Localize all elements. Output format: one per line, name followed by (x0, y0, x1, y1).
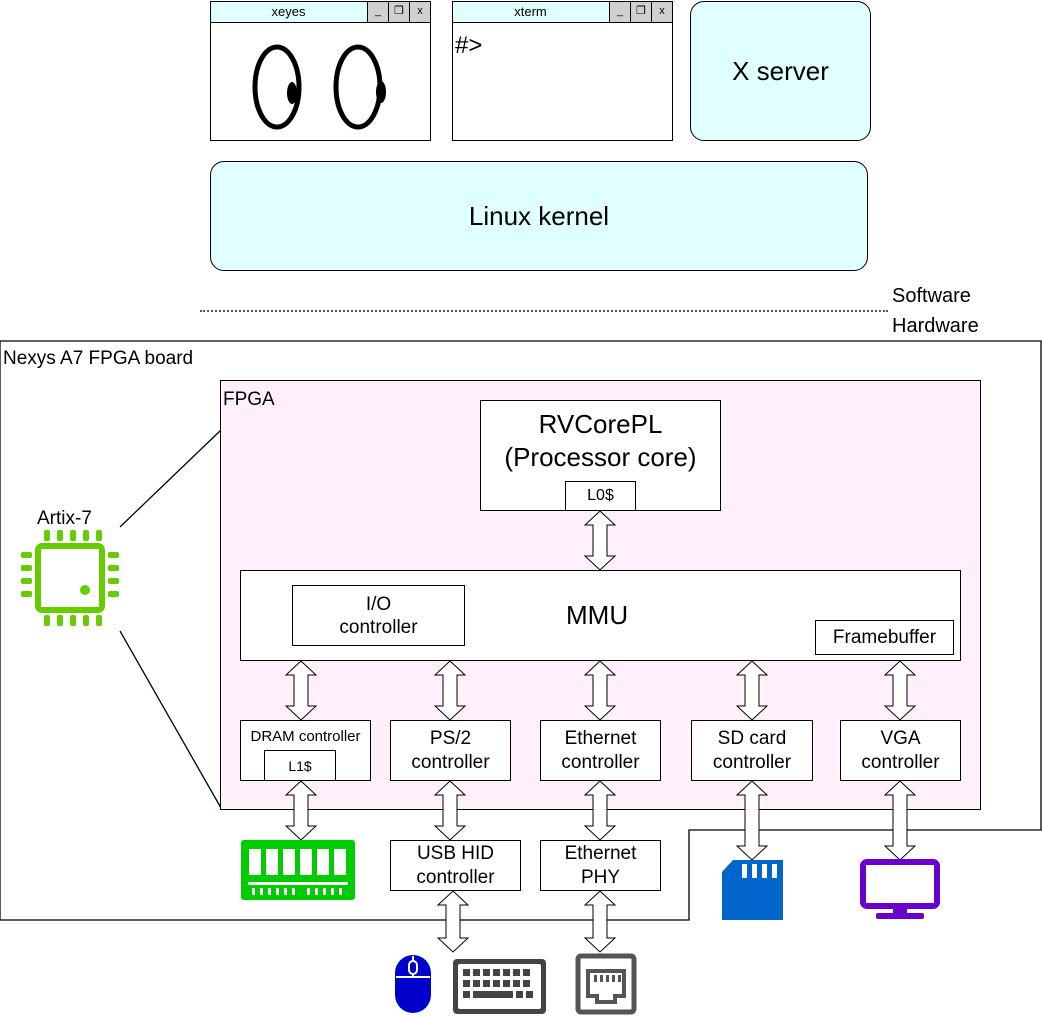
ethernet-phy-box: Ethernet PHY (540, 840, 661, 891)
board-label: Nexys A7 FPGA board (3, 348, 194, 369)
l0-cache-box: L0$ (565, 481, 636, 511)
restore-button[interactable]: ❐ (388, 2, 409, 22)
ps2-controller-box: PS/2 controller (390, 720, 511, 781)
minimize-button[interactable]: _ (609, 2, 630, 22)
software-hardware-divider (200, 310, 888, 312)
fpga-label: FPGA (223, 389, 275, 410)
arrow-core-mmu (583, 510, 617, 571)
arrow-phy-port (583, 890, 617, 953)
restore-button[interactable]: ❐ (630, 2, 651, 22)
x-server-box: X server (690, 1, 871, 141)
xeyes-eyes-icon (252, 44, 386, 130)
monitor-icon (860, 859, 940, 919)
sd-card-icon (722, 860, 783, 920)
ram-module-icon (241, 840, 355, 900)
arrow-mmu-sdcard (735, 660, 769, 721)
xterm-prompt[interactable]: #> (455, 32, 483, 59)
vga-controller-box: VGA controller (840, 720, 961, 781)
ethernet-controller-box: Ethernet controller (540, 720, 661, 781)
xterm-title: xterm (514, 4, 547, 19)
io-controller-box: I/O controller (292, 585, 465, 646)
keyboard-icon (453, 959, 546, 1014)
framebuffer-box: Framebuffer (815, 620, 954, 655)
processor-core-title: RVCorePL (Processor core) (504, 409, 697, 472)
software-label: Software (892, 285, 971, 307)
chip-label: Artix-7 (37, 508, 92, 529)
l1-cache-box: L1$ (264, 750, 336, 781)
ethernet-port-icon (575, 953, 637, 1015)
arrow-mmu-ps2 (433, 660, 467, 721)
xeyes-title: xeyes (271, 4, 306, 19)
sd-card-controller-box: SD card controller (691, 720, 813, 781)
arrow-mmu-ethernet (583, 660, 617, 721)
mmu-label: MMU (566, 600, 629, 630)
linux-kernel-box: Linux kernel (210, 161, 868, 271)
minimize-button[interactable]: _ (367, 2, 388, 22)
arrow-mmu-vga (883, 660, 917, 721)
xterm-window: xterm _ ❐ x #> (452, 1, 673, 141)
mouse-icon (395, 955, 431, 1013)
xeyes-titlebar[interactable]: xeyes _ ❐ x (211, 2, 430, 23)
arrow-mmu-dram (284, 660, 318, 721)
arrow-ps2-usb (433, 780, 467, 841)
hardware-label: Hardware (892, 315, 979, 337)
close-button[interactable]: x (409, 2, 430, 22)
arrow-usb-peripherals (436, 890, 470, 953)
xterm-titlebar[interactable]: xterm _ ❐ x (453, 2, 672, 23)
usb-hid-controller-box: USB HID controller (390, 840, 521, 891)
arrow-ethernet-phy (583, 780, 617, 841)
dram-controller-label: DRAM controller (250, 728, 361, 745)
close-button[interactable]: x (651, 2, 672, 22)
xeyes-window: xeyes _ ❐ x (210, 1, 431, 141)
